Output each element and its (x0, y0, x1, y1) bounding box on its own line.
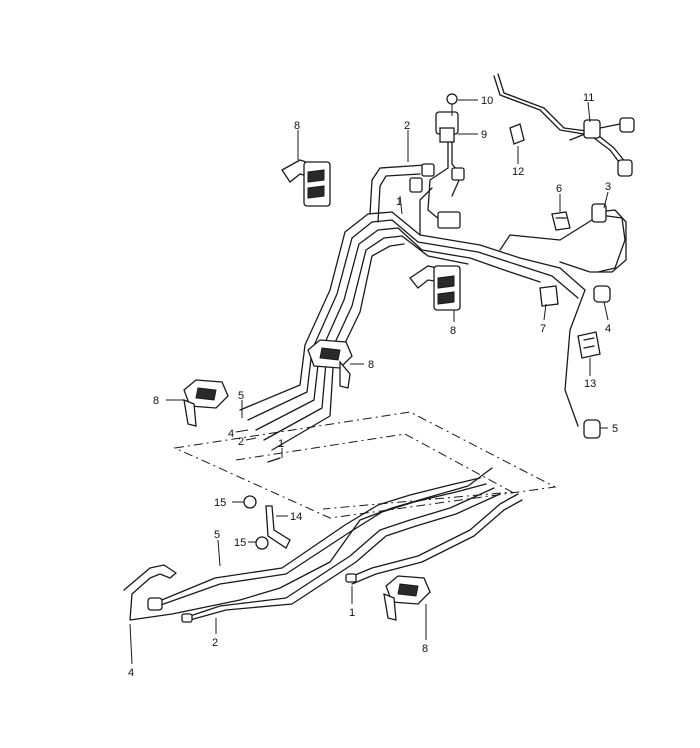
hose-end-fitting (619, 117, 635, 133)
clip-6 (551, 211, 571, 231)
lower-brake-line-bundle (123, 467, 523, 623)
fitting-4 (593, 285, 611, 303)
line-end-fitting (147, 597, 163, 611)
callout-1: 1 (278, 438, 284, 450)
bracket-clip-12 (509, 123, 525, 145)
junction-block (437, 211, 461, 229)
hose-clamp (583, 119, 601, 139)
callout-4: 4 (605, 323, 611, 335)
valve-13 (577, 331, 601, 359)
callout-4: 4 (128, 667, 134, 679)
line-end-fitting (181, 613, 193, 623)
bracket-8-left (183, 379, 229, 427)
callout-9: 9 (481, 129, 487, 141)
line-end-fitting (345, 573, 357, 583)
callout-5: 5 (612, 423, 618, 435)
callout-1: 1 (396, 196, 402, 208)
callout-7: 7 (540, 323, 546, 335)
callout-5: 5 (214, 529, 220, 541)
fitting-5-right (583, 419, 601, 439)
fittings-near-sensor (409, 163, 465, 193)
callout-5: 5 (238, 390, 244, 402)
bracket-8-center (307, 339, 353, 389)
clip-7 (539, 285, 559, 307)
bracket-8-bottom (383, 575, 431, 621)
callout-2: 2 (238, 436, 244, 448)
callout-8: 8 (294, 120, 300, 132)
bolt (446, 93, 458, 116)
callout-8: 8 (450, 325, 456, 337)
callout-2: 2 (212, 637, 218, 649)
bracket-14 (265, 505, 291, 549)
callout-12: 12 (512, 166, 524, 178)
callout-3: 3 (605, 181, 611, 193)
hose-fitting (591, 203, 607, 223)
hose-end-fitting (617, 159, 633, 177)
callout-6: 6 (556, 183, 562, 195)
callout-8: 8 (153, 395, 159, 407)
callout-15: 15 (234, 537, 246, 549)
nut-15-bottom (255, 536, 269, 550)
nut-15-top (243, 495, 257, 509)
line-11-hose (493, 73, 635, 177)
bracket-8-middle (409, 265, 461, 311)
callout-13: 13 (584, 378, 596, 390)
callout-14: 14 (290, 511, 302, 523)
callout-15: 15 (214, 497, 226, 509)
callout-8: 8 (422, 643, 428, 655)
leader-lines (129, 99, 609, 665)
callouts: 8 2 1 10 9 11 12 6 3 8 7 4 13 5 8 8 5 4 … (128, 92, 618, 679)
callout-10: 10 (481, 95, 493, 107)
callout-1: 1 (349, 607, 355, 619)
callout-11: 11 (583, 92, 594, 104)
callout-4: 4 (228, 428, 234, 440)
upper-brake-line-bundle (239, 164, 626, 463)
callout-2: 2 (404, 120, 410, 132)
callout-8: 8 (368, 359, 374, 371)
line-3-hose (559, 203, 627, 273)
bracket-8-top (281, 159, 331, 207)
